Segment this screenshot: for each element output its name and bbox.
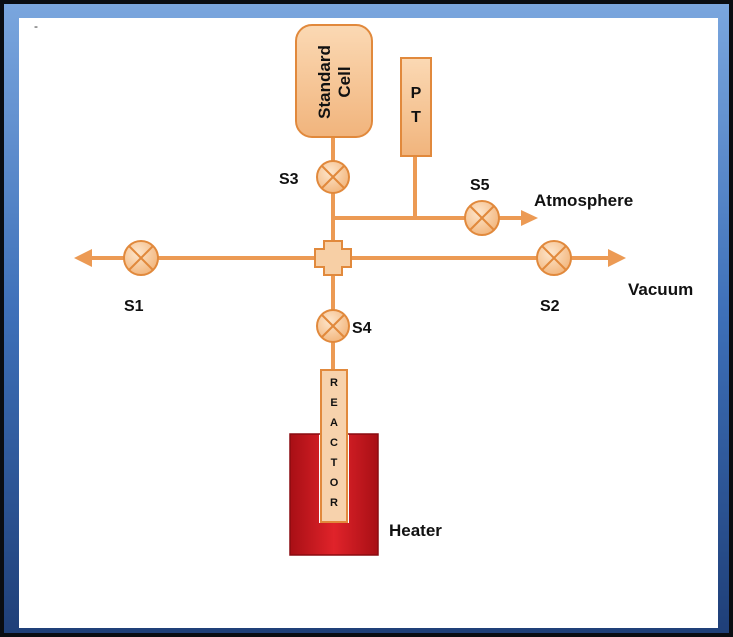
- label-atmosphere: Atmosphere: [534, 191, 633, 210]
- pt-letter-p: P: [411, 85, 422, 102]
- label-s3: S3: [279, 171, 299, 188]
- label-s5: S5: [470, 177, 490, 194]
- standard-cell-line1: Standard: [315, 45, 334, 119]
- label-vacuum: Vacuum: [628, 280, 693, 299]
- reactor-letter-7: R: [330, 497, 338, 509]
- reactor-letter-2: E: [330, 397, 337, 409]
- pressure-transducer: P T: [400, 57, 432, 157]
- label-s2: S2: [540, 298, 560, 315]
- stray-mark: -: [34, 19, 38, 33]
- valve-s2: [536, 240, 572, 276]
- arrow-left-s1: [74, 249, 92, 267]
- reactor-letter-4: C: [330, 437, 338, 449]
- pt-letter-t: T: [411, 109, 421, 126]
- valve-s3: [316, 160, 350, 194]
- reactor-letter-5: T: [331, 457, 338, 469]
- label-heater: Heater: [389, 521, 442, 540]
- valve-s4: [316, 309, 350, 343]
- arrow-right-vacuum: [608, 249, 626, 267]
- cross-junction: [314, 240, 352, 276]
- reactor: R E A C T O R: [320, 369, 348, 523]
- label-s4: S4: [352, 320, 372, 337]
- label-s1: S1: [124, 298, 144, 315]
- arrow-atmosphere: [521, 210, 538, 226]
- reactor-letter-1: R: [330, 377, 338, 389]
- standard-cell-line2: Cell: [335, 66, 354, 97]
- reactor-letter-3: A: [330, 417, 338, 429]
- valve-s5: [464, 200, 500, 236]
- reactor-letter-6: O: [330, 477, 339, 489]
- valve-s1: [123, 240, 159, 276]
- standard-cell: Standard Cell: [295, 24, 373, 138]
